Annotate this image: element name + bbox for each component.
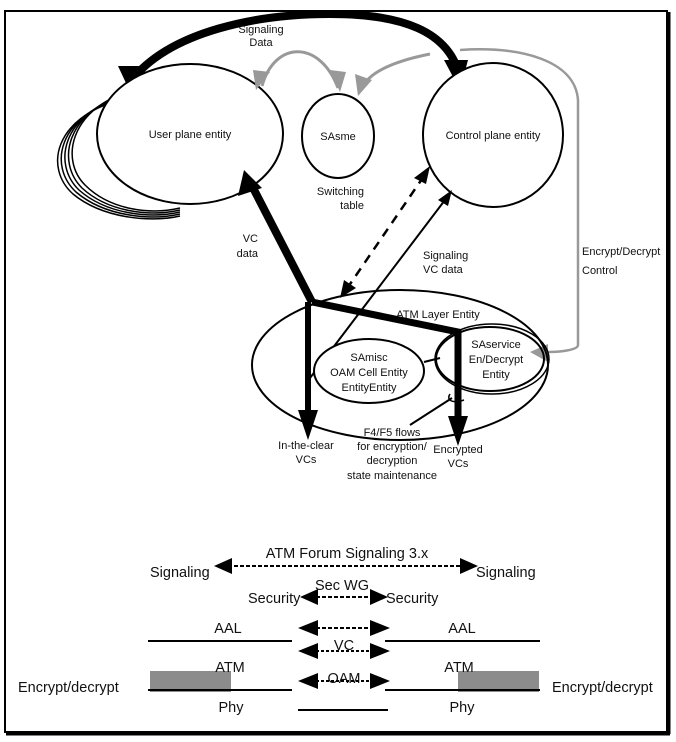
signaling-arrowhead-right bbox=[460, 558, 478, 574]
vc-data-label-1: VC bbox=[243, 233, 258, 245]
gray-arrowhead-sasme-2 bbox=[355, 74, 372, 96]
switching-arrowhead-down bbox=[340, 280, 356, 298]
aal-arrowhead-left bbox=[298, 620, 318, 636]
atm-right-label: ATM bbox=[444, 660, 474, 676]
f4f5-label-3: decryption bbox=[367, 455, 418, 467]
vc-arrowhead-left bbox=[298, 643, 318, 659]
saservice-label-1: SAservice bbox=[471, 339, 521, 351]
oam-arrowhead-left bbox=[298, 673, 318, 689]
signaling-data-label-2: Data bbox=[249, 37, 273, 49]
forum-signaling-label: ATM Forum Signaling 3.x bbox=[266, 546, 429, 562]
f4f5-pointer bbox=[409, 397, 453, 426]
in-the-clear-arrowhead bbox=[298, 410, 318, 440]
gray-arrow-user-sasme bbox=[260, 50, 340, 89]
security-arrowhead-left bbox=[300, 589, 318, 605]
security-right-label: Security bbox=[386, 591, 439, 607]
aal-right-label: AAL bbox=[448, 621, 475, 637]
signaling-vc-data-label-2: VC data bbox=[423, 264, 464, 276]
switching-arrowhead-up bbox=[414, 166, 430, 184]
in-the-clear-label-2: VCs bbox=[296, 454, 317, 466]
sasme-entity bbox=[301, 93, 375, 179]
f4f5-label-4: state maintenance bbox=[347, 470, 437, 482]
atm-left-label: ATM bbox=[215, 660, 245, 676]
samisc-label-1: SAmisc bbox=[350, 352, 388, 364]
encrypt-left-label: Encrypt/decrypt bbox=[18, 680, 119, 696]
signaling-right-label: Signaling bbox=[476, 565, 536, 581]
signaling-arrowhead-left bbox=[214, 558, 232, 574]
gray-arrow-to-sasme bbox=[360, 52, 431, 89]
user-plane-loop-lines bbox=[57, 91, 181, 220]
sasme-label: SAsme bbox=[320, 131, 355, 143]
aal-arrowhead-right bbox=[370, 620, 390, 636]
phy-right-label: Phy bbox=[450, 700, 476, 716]
signaling-left-label: Signaling bbox=[150, 565, 210, 581]
atm-layer-label: ATM Layer Entity bbox=[396, 309, 480, 321]
f4f5-label-1: F4/F5 flows bbox=[364, 427, 421, 439]
saservice-entity bbox=[435, 326, 545, 392]
encrypt-control-label-1: Encrypt/Decrypt bbox=[582, 246, 660, 258]
samisc-label-3: EntityEntity bbox=[341, 382, 397, 394]
user-plane-label: User plane entity bbox=[149, 129, 232, 141]
signaling-vc-arrowhead bbox=[438, 190, 452, 206]
signaling-data-label-1: Signaling bbox=[238, 24, 283, 36]
in-the-clear-label-1: In-the-clear bbox=[278, 440, 334, 452]
samisc-saservice-link bbox=[423, 357, 441, 363]
vc-arrowhead-right bbox=[370, 643, 390, 659]
vc-data-arrowhead bbox=[238, 170, 262, 196]
sec-wg-label: Sec WG bbox=[315, 578, 369, 594]
switching-table-label-1: Switching bbox=[317, 186, 364, 198]
encrypt-right-label: Encrypt/decrypt bbox=[552, 680, 653, 696]
security-arrowhead-right bbox=[370, 589, 388, 605]
control-plane-entity bbox=[422, 62, 564, 208]
oam-arrowhead-right bbox=[370, 673, 390, 689]
oam-label: OAM bbox=[327, 671, 360, 687]
saservice-entity-outline bbox=[434, 323, 550, 395]
vc-data-thick-arrow bbox=[246, 180, 316, 304]
switching-table-arrow bbox=[344, 175, 426, 291]
encrypted-label-1: Encrypted bbox=[433, 444, 483, 456]
saservice-label-3: Entity bbox=[482, 369, 510, 381]
encrypted-path bbox=[311, 298, 462, 418]
aal-left-label: AAL bbox=[214, 621, 241, 637]
encrypted-label-2: VCs bbox=[448, 458, 469, 470]
encrypt-block-right bbox=[458, 671, 539, 692]
security-left-label: Security bbox=[248, 591, 301, 607]
encrypt-control-label-2: Control bbox=[582, 265, 617, 277]
signaling-data-arc bbox=[126, 9, 464, 85]
saservice-label-2: En/Decrypt bbox=[469, 354, 523, 366]
gray-arrowhead-user bbox=[253, 70, 270, 90]
control-plane-label: Control plane entity bbox=[446, 130, 541, 142]
vc-data-label-2: data bbox=[237, 248, 259, 260]
f4f5-loop bbox=[448, 393, 465, 403]
encrypted-arrowhead bbox=[448, 416, 468, 446]
signaling-vc-data-label-1: Signaling bbox=[423, 250, 468, 262]
phy-left-label: Phy bbox=[219, 700, 245, 716]
gray-arrowhead-sasme bbox=[330, 70, 346, 92]
encrypt-control-path bbox=[459, 48, 580, 354]
samisc-label-2: OAM Cell Entity bbox=[330, 367, 408, 379]
switching-table-label-2: table bbox=[340, 200, 364, 212]
encrypt-block-left bbox=[150, 671, 231, 692]
f4f5-label-2: for encryption/ bbox=[357, 441, 428, 453]
samisc-entity bbox=[313, 338, 425, 404]
user-plane-entity bbox=[96, 63, 284, 205]
